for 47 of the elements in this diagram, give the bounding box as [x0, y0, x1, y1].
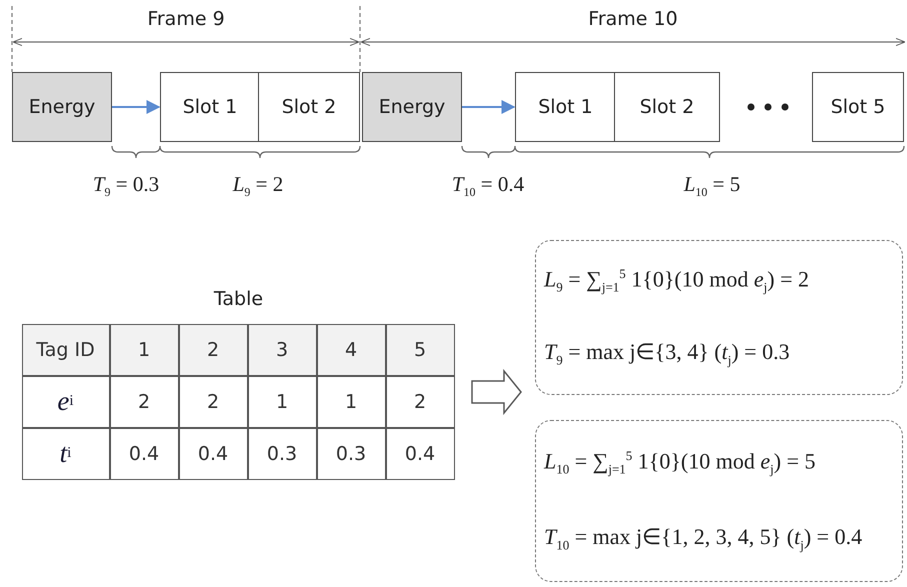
block-label: Slot 2 [282, 96, 336, 118]
table-cell: 1 [316, 376, 386, 428]
frame-label: Frame 10 [588, 8, 678, 30]
table-cell: 4 [316, 324, 386, 376]
table-cell: 0.3 [248, 428, 316, 480]
formula-box [535, 420, 903, 582]
table-cell: 5 [386, 324, 454, 376]
slot-block [614, 72, 720, 142]
table-cell: 1 [248, 376, 316, 428]
table-cell: 0.4 [178, 428, 248, 480]
formula: L$_{10}$ = ∑$_{j=1}$$^{5}$ 1{0}(10 mod e$_{j}$) = 5 [544, 448, 816, 478]
table-cell: 2 [110, 376, 178, 428]
table-cell: 2 [178, 324, 248, 376]
tag-table [22, 288, 455, 480]
formula: T$_{9}$ = max j∈{3, 4} (t$_{j}$) = 0.3 [544, 339, 791, 369]
slot-block [258, 72, 360, 142]
block-label: Energy [28, 96, 96, 118]
arrow [112, 100, 160, 114]
brace-label: T$_{9}$ = 0.3 [92, 172, 160, 200]
table-cell: 0.3 [316, 428, 386, 480]
block-label: Energy [378, 96, 446, 118]
formula: L$_{9}$ = ∑$_{j=1}$$^{5}$ 1{0}(10 mod e$_{j}$) = 2 [544, 266, 810, 296]
block-label: Slot 1 [538, 96, 593, 118]
slot-block [160, 72, 260, 142]
table-cell: 2 [386, 376, 454, 428]
table-title: Table [212, 288, 264, 310]
energy-block [12, 72, 112, 142]
table-cell: 3 [248, 324, 316, 376]
table-cell: 0.4 [110, 428, 178, 480]
formula: T$_{10}$ = max j∈{1, 2, 3, 4, 5} (t$_{j}$) = 0.4 [544, 524, 864, 554]
table-cell: 2 [178, 376, 248, 428]
block-arrow [471, 368, 522, 416]
brace-label: L$_{9}$ = 2 [232, 172, 284, 200]
table-cell: 0.4 [386, 428, 454, 480]
energy-block [362, 72, 462, 142]
formula-box [535, 240, 903, 395]
brace-label: L$_{10}$ = 5 [684, 172, 740, 200]
block-label: Slot 2 [640, 96, 694, 118]
arrow [462, 100, 516, 114]
table-cell: Tag ID [22, 324, 110, 376]
frame-label: Frame 9 [147, 8, 225, 30]
brace-label: T$_{10}$ = 0.4 [452, 172, 524, 200]
slot-block [812, 72, 904, 142]
slot-block [515, 72, 616, 142]
block-label: Slot 5 [830, 96, 886, 118]
table-cell: 1 [110, 324, 178, 376]
block-label: Slot 1 [182, 96, 238, 118]
